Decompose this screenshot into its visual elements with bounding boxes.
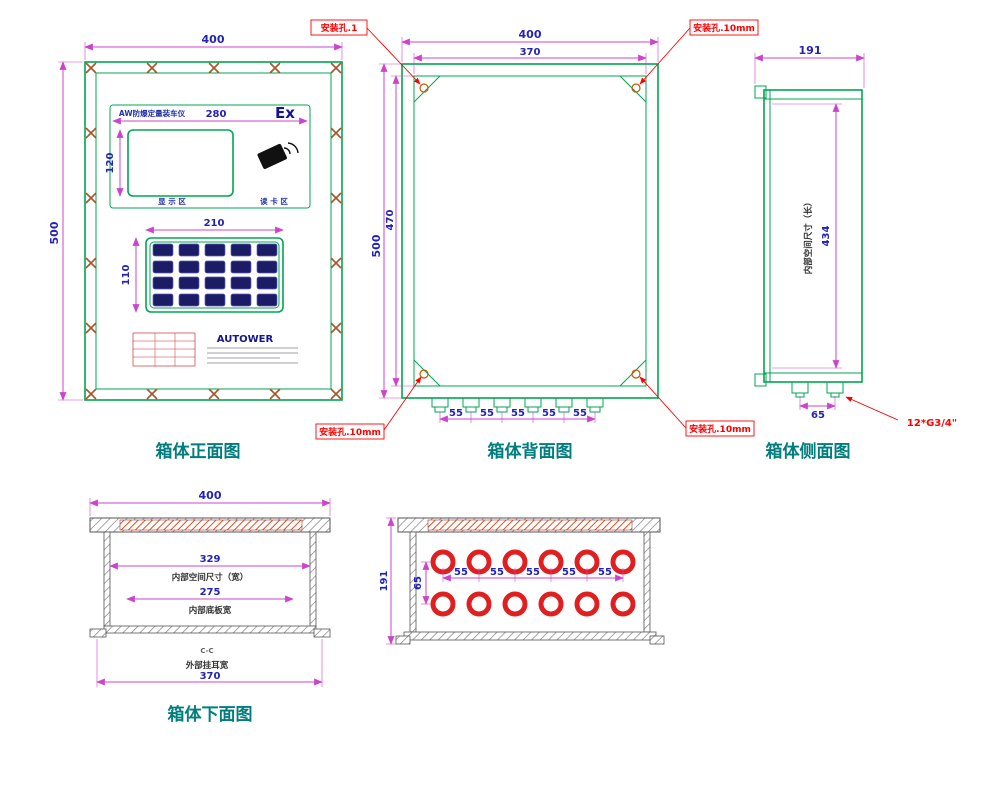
mounting-hole-bottom-right: [631, 369, 641, 379]
side-view: 191 434 内部空间尺寸（长） 65 12*G3/4" 箱体侧面图: [754, 44, 957, 462]
side-dim-gland-pitch: 65: [811, 410, 825, 421]
gland-view-height: 191: [379, 571, 390, 592]
front-dim-keypad-height: 110: [121, 265, 132, 286]
gland-spacing-3: 55: [526, 567, 540, 578]
back-view: 400 370 500 470 55 55 55 55: [310, 19, 759, 462]
callout-top-left: 安装孔.1: [321, 22, 358, 34]
side-view-title: 箱体侧面图: [766, 441, 851, 462]
mounting-hole-callouts: 安装孔.1 安装孔.10mm 安装孔.10mm 安装孔.10mm: [310, 19, 759, 440]
gland-row-gap: 65: [413, 576, 424, 590]
display-area-label: 显 示 区: [158, 197, 186, 206]
back-gland-spacing-2: 55: [480, 408, 494, 419]
side-dim-inner-length: 434: [821, 226, 832, 247]
front-view: 400 500 AW防爆定量装车仪 280 Ex 120 显 示 区 读 卡 区…: [48, 33, 343, 462]
ex-mark: Ex: [275, 104, 295, 122]
bottom-view-section: 400 329 内部空间尺寸（宽） 275 内部底板宽 C-C 外部挂耳宽 37…: [89, 489, 331, 725]
bottom-view-title: 箱体下面图: [168, 704, 253, 725]
back-gland-spacing-5: 55: [573, 408, 587, 419]
gland-spacing-2: 55: [490, 567, 504, 578]
rfid-card-icon: [257, 142, 299, 169]
back-gland-spacing-1: 55: [449, 408, 463, 419]
bottom-view-glands: 55 55 55 55 55 65 191: [379, 517, 665, 645]
keypad-bezel: [145, 237, 284, 313]
back-gland-spacing-4: 55: [542, 408, 556, 419]
gland-hole-circles: [430, 549, 636, 617]
front-dim-panel-width: 280: [206, 109, 227, 120]
faceplate-product-title: AW防爆定量装车仪: [119, 108, 186, 118]
keypad-keys: [152, 243, 278, 307]
bottom-inner-width-label: 内部空间尺寸（宽）: [172, 572, 249, 583]
bottom-dim-inner-width: 329: [200, 554, 221, 565]
bottom-plate-width-label: 内部底板宽: [189, 605, 232, 616]
bottom-dim-outer-width: 400: [199, 489, 222, 502]
callout-top-right: 安装孔.10mm: [693, 22, 755, 34]
gland-spacing-5: 55: [598, 567, 612, 578]
thread-spec-callout: 12*G3/4": [907, 418, 957, 429]
side-dim-width: 191: [799, 44, 822, 57]
bottom-dim-plate-width: 275: [200, 587, 221, 598]
brand-label: AUTOWER: [217, 334, 274, 345]
back-dim-outer-width: 400: [519, 28, 542, 41]
card-reader-area-label: 读 卡 区: [260, 196, 288, 206]
gland-spacing-1: 55: [454, 567, 468, 578]
front-dim-width: 400: [202, 33, 225, 46]
bottom-dim-ear-width: 370: [200, 671, 221, 682]
certification-nameplate: AUTOWER: [132, 332, 298, 367]
display-window: [127, 129, 234, 197]
front-view-title: 箱体正面图: [156, 441, 241, 462]
side-inner-length-label: 内部空间尺寸（长）: [803, 198, 814, 275]
front-dim-display-height: 120: [105, 153, 116, 174]
front-dim-keypad-width: 210: [204, 218, 225, 229]
section-note: C-C: [200, 647, 213, 655]
callout-bottom-right: 安装孔.10mm: [689, 423, 751, 435]
mounting-hole-bottom-left: [419, 369, 429, 379]
mounting-hole-top-right: [631, 83, 641, 93]
back-gland-spacing-3: 55: [511, 408, 525, 419]
back-dim-outer-height: 500: [370, 234, 383, 257]
top-slab-seal-hatch: [119, 519, 303, 531]
gland-spacing-4: 55: [562, 567, 576, 578]
back-dim-inner-height: 470: [385, 210, 396, 231]
faceplate-panel: [109, 104, 311, 209]
side-glands: [791, 381, 844, 398]
back-dim-inner-width: 370: [520, 47, 541, 58]
bottom-ear-width-label: 外部挂耳宽: [185, 660, 229, 671]
back-view-title: 箱体背面图: [488, 441, 573, 462]
mounting-hole-top-left: [419, 83, 429, 93]
front-dim-height: 500: [48, 221, 61, 244]
callout-bottom-left: 安装孔.10mm: [319, 426, 381, 438]
